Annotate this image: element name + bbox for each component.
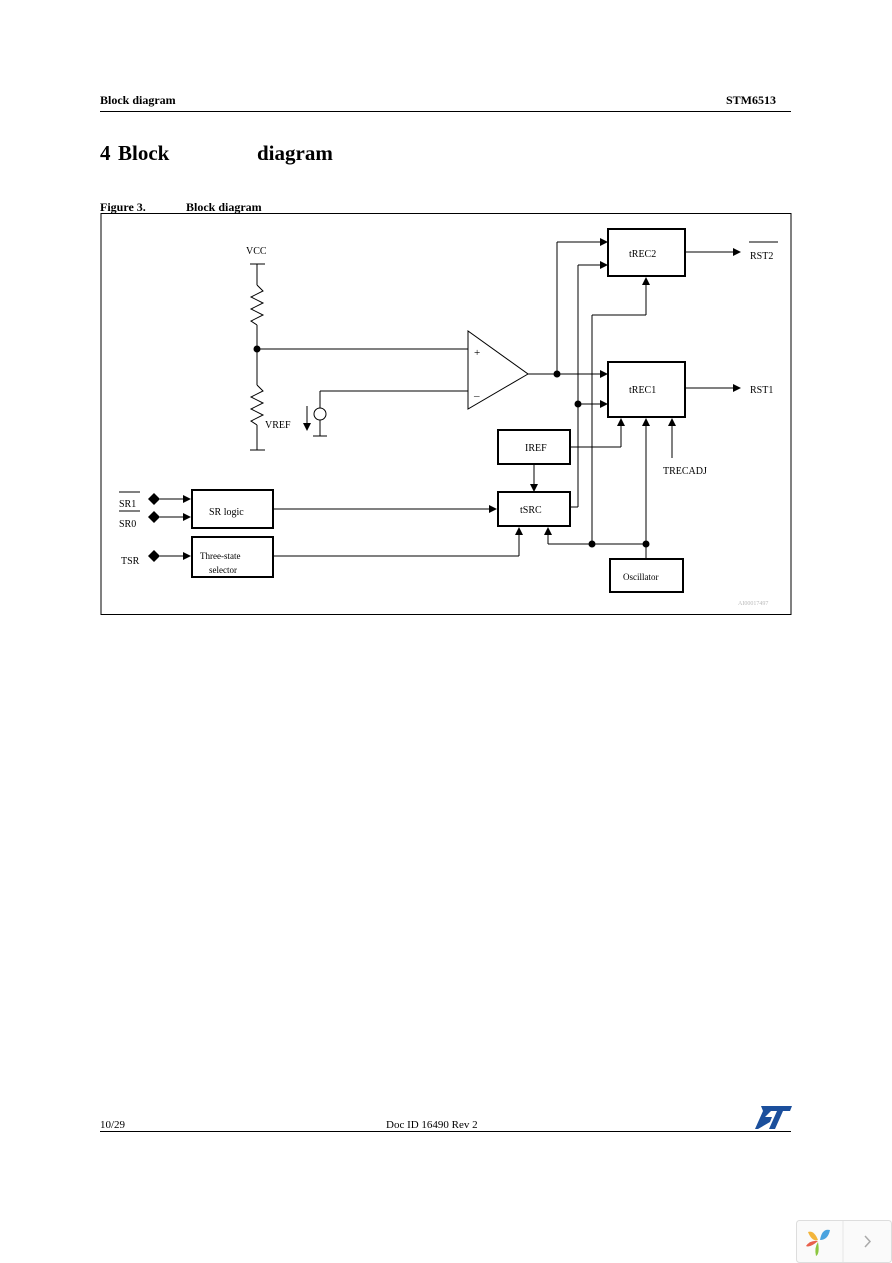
junction-osc-a (588, 540, 596, 548)
tsr-pin (148, 550, 160, 562)
section-title-part1: Block (118, 141, 170, 165)
footer-page-number: 10/29 (100, 1119, 126, 1131)
trec1-block (607, 361, 686, 418)
resistor-top (249, 284, 265, 326)
viewer-logo-icon (806, 1229, 830, 1256)
comparator-minus-label: – (473, 390, 480, 402)
junction-divider (253, 345, 261, 353)
figure-number: Figure 3. (100, 200, 146, 214)
junction-osc-b (642, 540, 650, 548)
iref-label: IREF (525, 443, 547, 454)
sr0-label: SR0 (119, 519, 136, 530)
trec1-label: tREC1 (629, 385, 656, 396)
sr1-pin (148, 493, 160, 505)
running-header-section: Block diagram (100, 93, 176, 107)
trecadj-label: TRECADJ (663, 466, 707, 477)
figure-code: AI00017497 (738, 601, 768, 607)
sr-logic-label: SR logic (209, 507, 244, 518)
iref-block (497, 429, 571, 465)
three-state-label-1: Three-state (200, 551, 240, 561)
junction-tsrc-out (574, 400, 582, 408)
section-title-part2: diagram (257, 141, 333, 165)
diagram-frame (100, 213, 792, 615)
vref-source (313, 407, 327, 421)
tsr-label: TSR (121, 556, 140, 567)
st-logo (755, 1106, 792, 1129)
oscillator-label: Oscillator (623, 572, 659, 582)
three-state-selector-block (191, 536, 274, 578)
sr0-pin (148, 511, 160, 523)
trec2-label: tREC2 (629, 249, 656, 260)
rst1-label: RST1 (750, 385, 773, 396)
comparator (467, 330, 529, 410)
rst2-label: RST2 (750, 251, 773, 262)
junction-comp-out (553, 370, 561, 378)
comparator-plus-label: + (474, 347, 480, 359)
sr-logic-block (191, 489, 274, 529)
vcc-label: VCC (246, 246, 267, 257)
vref-label: VREF (265, 420, 291, 431)
footer-doc-id: Doc ID 16490 Rev 2 (386, 1119, 478, 1131)
three-state-label-2: selector (209, 565, 237, 575)
viewer-nav-widget[interactable] (796, 1220, 892, 1263)
figure-title: Block diagram (186, 200, 262, 214)
trec2-block (607, 228, 686, 277)
tsrc-label: tSRC (520, 505, 542, 516)
tsrc-block (497, 491, 571, 527)
header-rule (100, 111, 791, 112)
running-header-product: STM6513 (726, 93, 777, 107)
chevron-right-icon (864, 1235, 872, 1248)
resistor-bottom (249, 384, 265, 426)
oscillator-block (609, 558, 684, 593)
block-diagram: VCC VREF + – tREC2 tREC1 RST2 RST1 IREF … (100, 213, 792, 615)
section-number: 4 (100, 141, 111, 165)
sr1-label: SR1 (119, 499, 136, 510)
footer-rule (100, 1131, 791, 1132)
